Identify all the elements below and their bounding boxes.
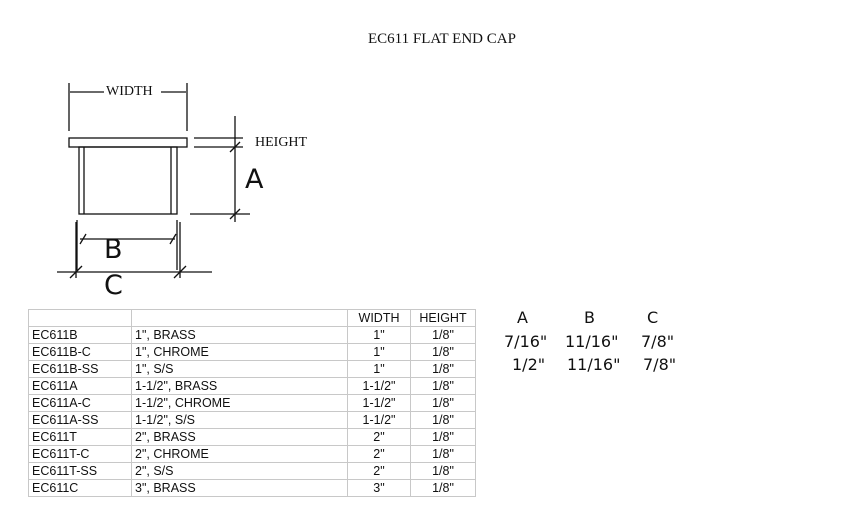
cell-part-number: EC611B-C xyxy=(28,343,132,361)
cell-height: 1/8" xyxy=(410,479,476,497)
dim-a-2: 1/2" xyxy=(512,355,546,374)
header-cell xyxy=(28,309,132,327)
dim-c-1: 7/8" xyxy=(641,332,675,351)
cell-description: 2", S/S xyxy=(131,462,348,480)
dim-header-c: C xyxy=(647,308,659,327)
cell-description: 1", S/S xyxy=(131,360,348,378)
cell-description: 1-1/2", CHROME xyxy=(131,394,348,412)
cell-width: 1-1/2" xyxy=(347,411,411,429)
dim-c-2: 7/8" xyxy=(643,355,677,374)
cell-height: 1/8" xyxy=(410,428,476,446)
c-label: C xyxy=(104,270,123,301)
cell-part-number: EC611A-SS xyxy=(28,411,132,429)
cell-height: 1/8" xyxy=(410,360,476,378)
cell-part-number: EC611A xyxy=(28,377,132,395)
height-label: HEIGHT xyxy=(255,135,308,150)
cell-height: 1/8" xyxy=(410,343,476,361)
cell-width: 1" xyxy=(347,343,411,361)
b-label: B xyxy=(104,234,123,265)
height-a-dimension xyxy=(190,116,250,222)
cell-part-number: EC611T-SS xyxy=(28,462,132,480)
dim-b-2: 11/16" xyxy=(567,355,621,374)
cell-part-number: EC611T-C xyxy=(28,445,132,463)
cell-width: 1" xyxy=(347,360,411,378)
dim-a-1: 7/16" xyxy=(504,332,548,351)
cell-width: 2" xyxy=(347,445,411,463)
dim-header-b: B xyxy=(584,308,595,327)
cell-width: 1-1/2" xyxy=(347,394,411,412)
cell-description: 3", BRASS xyxy=(131,479,348,497)
header-height: HEIGHT xyxy=(410,309,476,327)
cell-height: 1/8" xyxy=(410,462,476,480)
cell-part-number: EC611C xyxy=(28,479,132,497)
width-label: WIDTH xyxy=(106,84,153,99)
b-dimension xyxy=(76,220,178,270)
cell-height: 1/8" xyxy=(410,394,476,412)
a-label: A xyxy=(245,164,264,195)
cell-part-number: EC611B-SS xyxy=(28,360,132,378)
cell-part-number: EC611T xyxy=(28,428,132,446)
cell-width: 2" xyxy=(347,428,411,446)
cell-height: 1/8" xyxy=(410,377,476,395)
page-title: EC611 FLAT END CAP xyxy=(368,31,516,47)
cell-description: 1-1/2", BRASS xyxy=(131,377,348,395)
c-dimension xyxy=(57,222,212,279)
width-dimension xyxy=(68,83,188,131)
cell-height: 1/8" xyxy=(410,411,476,429)
table-header-row: WIDTH HEIGHT xyxy=(28,309,476,327)
cell-width: 1" xyxy=(347,326,411,344)
header-width: WIDTH xyxy=(347,309,411,327)
dim-header-a: A xyxy=(517,308,528,327)
dim-b-1: 11/16" xyxy=(565,332,619,351)
cell-description: 2", BRASS xyxy=(131,428,348,446)
cap-outline xyxy=(68,137,188,215)
cell-part-number: EC611B xyxy=(28,326,132,344)
cell-width: 1-1/2" xyxy=(347,377,411,395)
cell-width: 2" xyxy=(347,462,411,480)
cell-description: 2", CHROME xyxy=(131,445,348,463)
cell-height: 1/8" xyxy=(410,445,476,463)
header-cell xyxy=(131,309,348,327)
cell-width: 3" xyxy=(347,479,411,497)
cell-height: 1/8" xyxy=(410,326,476,344)
cell-description: 1-1/2", S/S xyxy=(131,411,348,429)
cell-description: 1", CHROME xyxy=(131,343,348,361)
cell-description: 1", BRASS xyxy=(131,326,348,344)
cell-part-number: EC611A-C xyxy=(28,394,132,412)
